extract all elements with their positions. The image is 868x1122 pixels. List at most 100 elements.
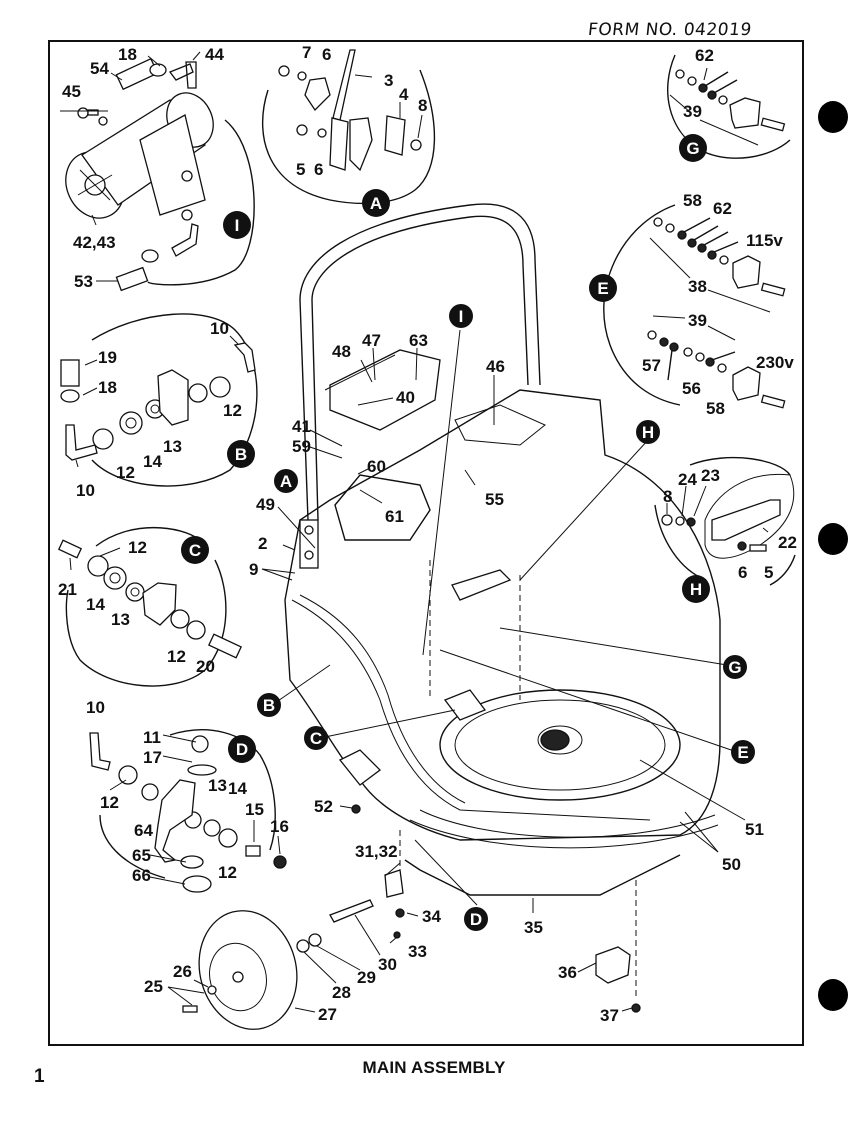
label-59: 59	[292, 437, 311, 456]
label-57: 57	[642, 356, 661, 375]
detail-i-pump: 18 44 54 45 42,43 53 I	[60, 45, 255, 292]
label-12-b-left: 12	[116, 463, 135, 482]
label-14-c: 14	[86, 595, 105, 614]
axle-30	[329, 899, 374, 923]
fitting-20-icon	[208, 633, 242, 659]
label-52: 52	[314, 797, 333, 816]
nut-icon	[181, 170, 193, 221]
ring-66-icon	[182, 875, 212, 893]
diagram-frame	[48, 40, 804, 1046]
tank-opening	[439, 689, 681, 801]
label-39-g: 39	[683, 102, 702, 121]
label-21: 21	[58, 580, 77, 599]
gusset-icon	[304, 77, 373, 172]
svg-text:C: C	[310, 729, 322, 748]
binder-hole-middle	[818, 523, 848, 555]
screw-5-icon	[296, 124, 308, 136]
diagram-title: MAIN ASSEMBLY	[362, 1058, 506, 1077]
label-62-e: 62	[713, 199, 732, 218]
svg-text:I: I	[235, 216, 240, 235]
binder-hole-bottom	[818, 979, 848, 1011]
elbow-44-icon	[168, 61, 197, 89]
callout-d-detail: D	[228, 735, 256, 763]
elbow-10-d-icon	[89, 732, 111, 771]
base-plate	[404, 854, 681, 896]
label-16: 16	[270, 817, 289, 836]
page-number: 1	[34, 1066, 45, 1087]
label-50: 50	[722, 855, 741, 874]
window-61	[334, 474, 431, 541]
label-40: 40	[396, 388, 415, 407]
label-29: 29	[357, 968, 376, 987]
washer-6-icon	[297, 71, 327, 138]
detail-c-arc	[65, 527, 227, 687]
detail-e: 58 62 115v 38 39 57 230v 56 58 E	[589, 191, 794, 418]
label-23: 23	[701, 466, 720, 485]
caster-36	[595, 946, 631, 984]
label-34: 34	[422, 907, 441, 926]
detail-i-arc	[147, 119, 255, 286]
plate-c-icon	[142, 582, 177, 626]
label-13-d: 13	[208, 776, 227, 795]
label-12-b-right: 12	[223, 401, 242, 420]
washer-14-b-icon	[119, 411, 143, 435]
label-10-b-bottom: 10	[76, 481, 95, 500]
main-machine	[182, 203, 721, 1030]
label-66: 66	[132, 866, 151, 885]
label-64: 64	[134, 821, 153, 840]
label-65: 65	[132, 846, 151, 865]
fitting-c	[443, 689, 487, 721]
svg-text:G: G	[728, 658, 741, 677]
binder-hole-top	[818, 101, 848, 133]
label-19: 19	[98, 348, 117, 367]
screw-7-icon	[278, 65, 290, 77]
detail-c: 12 21 14 13 12 20 C	[57, 527, 242, 687]
label-15: 15	[245, 800, 264, 819]
nut-8-h-icon	[661, 514, 673, 526]
label-48: 48	[332, 342, 351, 361]
label-4: 4	[399, 85, 409, 104]
svg-text:I: I	[459, 307, 464, 326]
label-5: 5	[296, 160, 305, 179]
elbow-10-b-icon	[65, 342, 256, 461]
washer-6-h-icon	[737, 541, 747, 551]
label-41: 41	[292, 417, 311, 436]
label-6-h: 6	[738, 563, 747, 582]
label-36: 36	[558, 963, 577, 982]
label-31-32: 31,32	[355, 842, 398, 861]
detail-b-arc	[91, 313, 258, 487]
fitting-21-icon	[57, 539, 83, 559]
cap-11-icon	[187, 735, 217, 776]
label-49: 49	[256, 495, 275, 514]
label-14-b: 14	[143, 452, 162, 471]
label-33: 33	[408, 942, 427, 961]
washer-14-c-icon	[103, 566, 127, 590]
callout-e-detail: E	[589, 274, 617, 302]
nut-12-d-icon	[118, 765, 238, 848]
terminal-parts-230v-icon	[647, 330, 786, 409]
screw-16-icon	[273, 855, 287, 869]
callout-c-detail: C	[181, 536, 209, 564]
main-labels: 48 47 63 46 40 41 59 60 55 61 49 2 9 51 …	[144, 331, 764, 1025]
label-53: 53	[74, 272, 93, 291]
callout-a-detail: A	[362, 189, 390, 217]
label-18: 18	[118, 45, 137, 64]
label-6-bottom: 6	[314, 160, 323, 179]
panel-46	[454, 404, 546, 446]
detail-d-arc	[99, 729, 276, 879]
svg-text:D: D	[236, 740, 248, 759]
clamp-18-icon	[149, 63, 167, 77]
svg-text:H: H	[690, 580, 702, 599]
label-55: 55	[485, 490, 504, 509]
clamp-lower-icon	[141, 249, 159, 263]
callout-h-main: H	[636, 420, 660, 444]
svg-text:A: A	[370, 194, 382, 213]
label-45: 45	[62, 82, 81, 101]
svg-text:H: H	[642, 423, 654, 442]
nut-12-c-icon	[87, 555, 206, 640]
svg-text:C: C	[189, 541, 201, 560]
detail-h: 8 24 23 22 6 5 H	[654, 456, 797, 603]
callout-i-main: I	[449, 304, 473, 328]
main-callouts: I H A G B C E D	[257, 304, 755, 931]
